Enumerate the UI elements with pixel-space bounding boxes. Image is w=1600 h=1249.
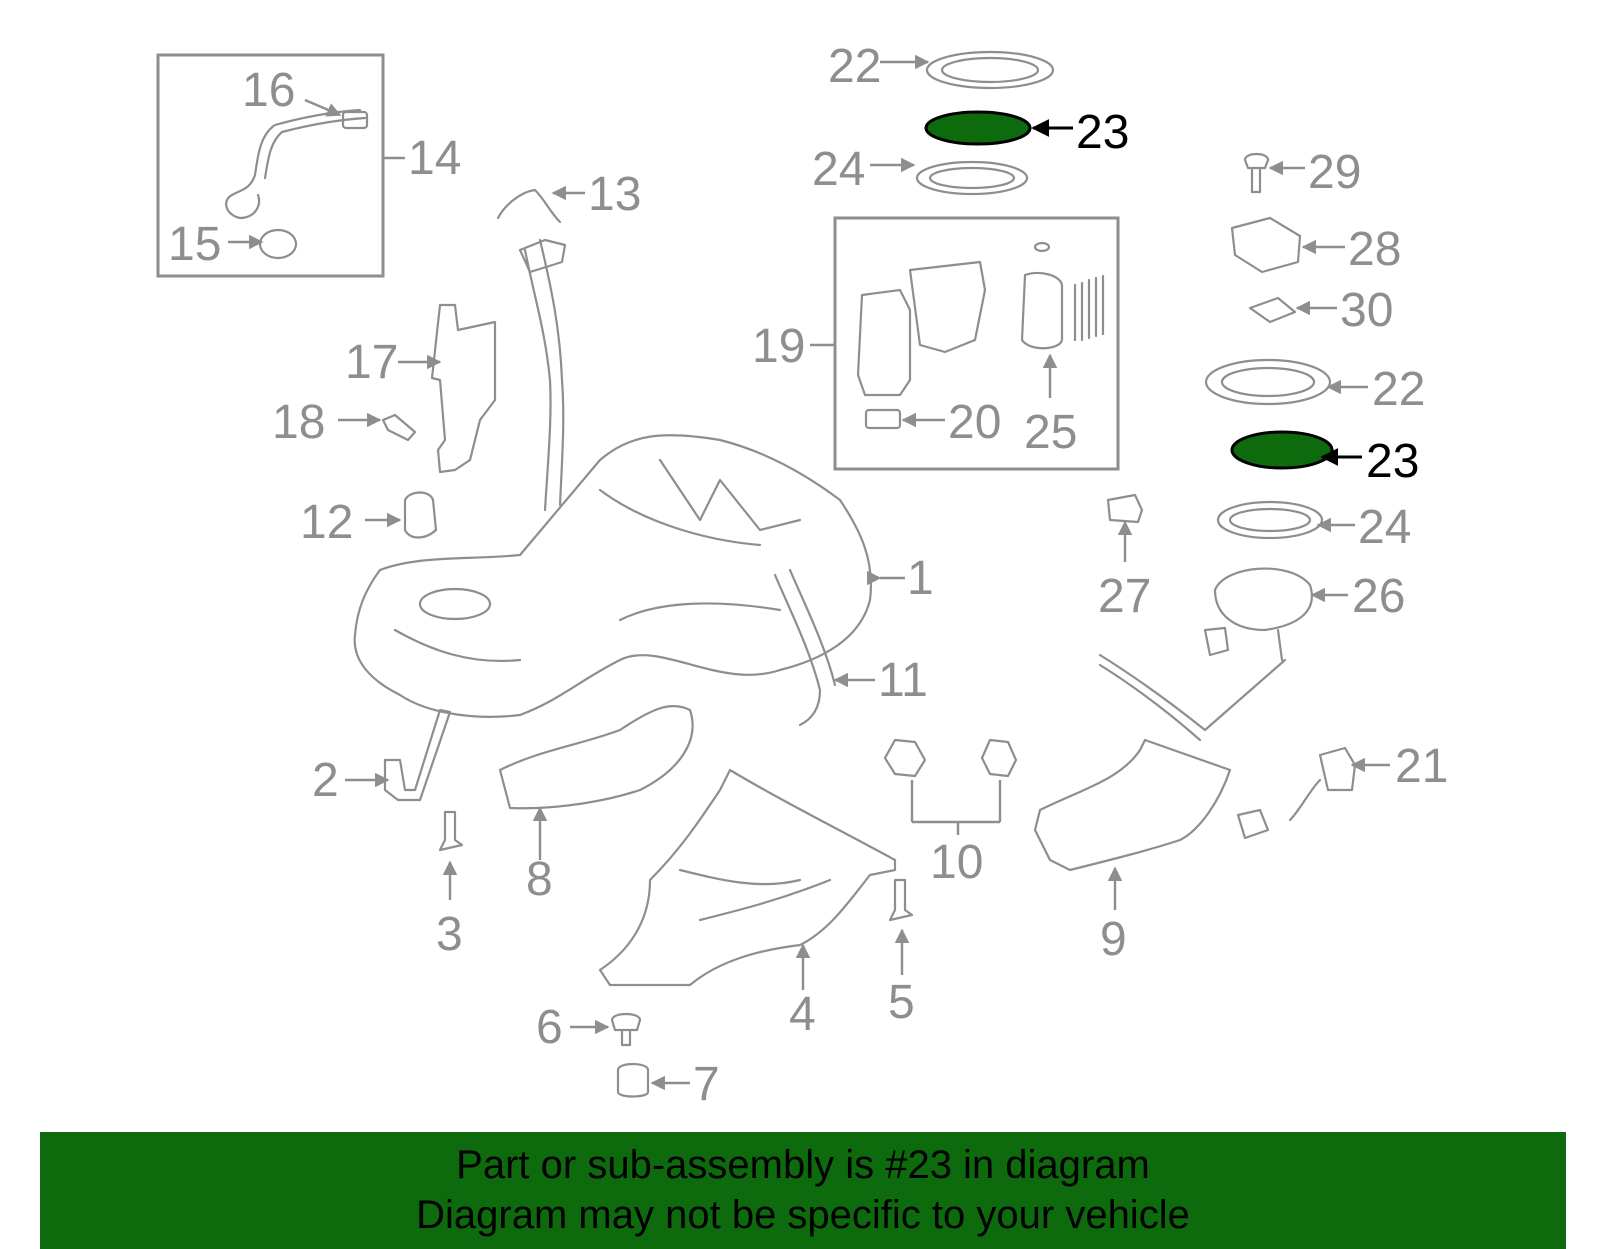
banner-line-2: Diagram may not be specific to your vehi… — [416, 1193, 1190, 1237]
callout-12[interactable]: 12 — [300, 496, 353, 549]
callout-22-right[interactable]: 22 — [1372, 363, 1425, 416]
part-11-tube — [773, 568, 837, 727]
leader-10 — [910, 780, 1002, 835]
part-8-shield — [498, 705, 694, 810]
callout-29[interactable]: 29 — [1308, 146, 1361, 199]
callout-14[interactable]: 14 — [408, 132, 461, 185]
callout-7[interactable]: 7 — [693, 1058, 720, 1111]
callout-4[interactable]: 4 — [789, 988, 816, 1041]
part-10-nut-b — [980, 738, 1018, 778]
part-22-ring-right — [1204, 358, 1332, 406]
part-2-bracket — [383, 708, 452, 802]
part-6-bolt — [610, 1012, 642, 1047]
callout-11[interactable]: 11 — [878, 654, 928, 707]
callout-17[interactable]: 17 — [345, 336, 398, 389]
part-3-bolt — [438, 810, 464, 852]
part-24-ring-right — [1216, 500, 1324, 540]
part-30-clip — [1248, 296, 1297, 324]
callout-13[interactable]: 13 — [588, 168, 641, 221]
callout-23-right[interactable]: 23 — [1366, 435, 1419, 488]
callout-18[interactable]: 18 — [272, 396, 325, 449]
callout-30[interactable]: 30 — [1340, 284, 1393, 337]
part-9-shield — [1033, 738, 1232, 872]
cap-seal — [258, 228, 298, 260]
info-banner: Part or sub-assembly is #23 in diagram D… — [40, 1132, 1566, 1249]
callout-26[interactable]: 26 — [1352, 570, 1405, 623]
callout-27[interactable]: 27 — [1098, 570, 1151, 623]
part-5-bolt — [888, 878, 914, 922]
part-18-bolt — [381, 413, 417, 442]
callout-21[interactable]: 21 — [1395, 740, 1448, 793]
callout-23-top[interactable]: 23 — [1076, 106, 1129, 159]
part-28-bracket — [1230, 216, 1302, 274]
part-22-ring-top — [925, 50, 1055, 90]
part-feed-line — [1098, 653, 1287, 742]
part-4-shield — [598, 768, 897, 987]
callout-20[interactable]: 20 — [948, 396, 1001, 449]
callout-9[interactable]: 9 — [1100, 913, 1127, 966]
callout-15[interactable]: 15 — [168, 218, 221, 271]
part-26-sender — [1203, 567, 1313, 662]
banner-line-1: Part or sub-assembly is #23 in diagram — [456, 1143, 1150, 1187]
callout-5[interactable]: 5 — [888, 976, 915, 1029]
part-13-tube — [496, 188, 562, 224]
part-23-gasket-top — [924, 110, 1032, 146]
callout-10[interactable]: 10 — [930, 836, 983, 889]
filler-cap-assembly — [225, 108, 369, 260]
part-17-shield — [430, 303, 497, 474]
callout-6[interactable]: 6 — [536, 1001, 563, 1054]
callout-25[interactable]: 25 — [1024, 406, 1077, 459]
part-7-bushing — [616, 1062, 650, 1098]
callout-28[interactable]: 28 — [1348, 223, 1401, 276]
leader-16 — [304, 98, 342, 117]
part-27-clip — [1106, 493, 1144, 524]
part-23-gasket-right — [1230, 430, 1334, 470]
callout-8[interactable]: 8 — [526, 853, 553, 906]
part-21-sensor — [1236, 746, 1357, 840]
callout-24-right[interactable]: 24 — [1358, 501, 1411, 554]
inset-box-14 — [156, 53, 385, 278]
callout-3[interactable]: 3 — [436, 908, 463, 961]
part-12-bumper — [403, 491, 438, 539]
fuel-tank — [353, 434, 872, 718]
callout-16[interactable]: 16 — [242, 64, 295, 117]
callout-22-top[interactable]: 22 — [828, 40, 881, 93]
callout-2[interactable]: 2 — [312, 754, 339, 807]
fuel-pump-module — [856, 241, 1105, 430]
callout-1[interactable]: 1 — [907, 552, 934, 605]
callout-24-top[interactable]: 24 — [812, 143, 865, 196]
callout-19[interactable]: 19 — [752, 320, 805, 373]
inset-box-19 — [833, 216, 1120, 471]
part-29-bolt — [1243, 152, 1270, 194]
filler-pipe — [523, 238, 565, 512]
part-24-ring-top — [915, 160, 1029, 196]
part-10-nut-a — [883, 738, 927, 778]
